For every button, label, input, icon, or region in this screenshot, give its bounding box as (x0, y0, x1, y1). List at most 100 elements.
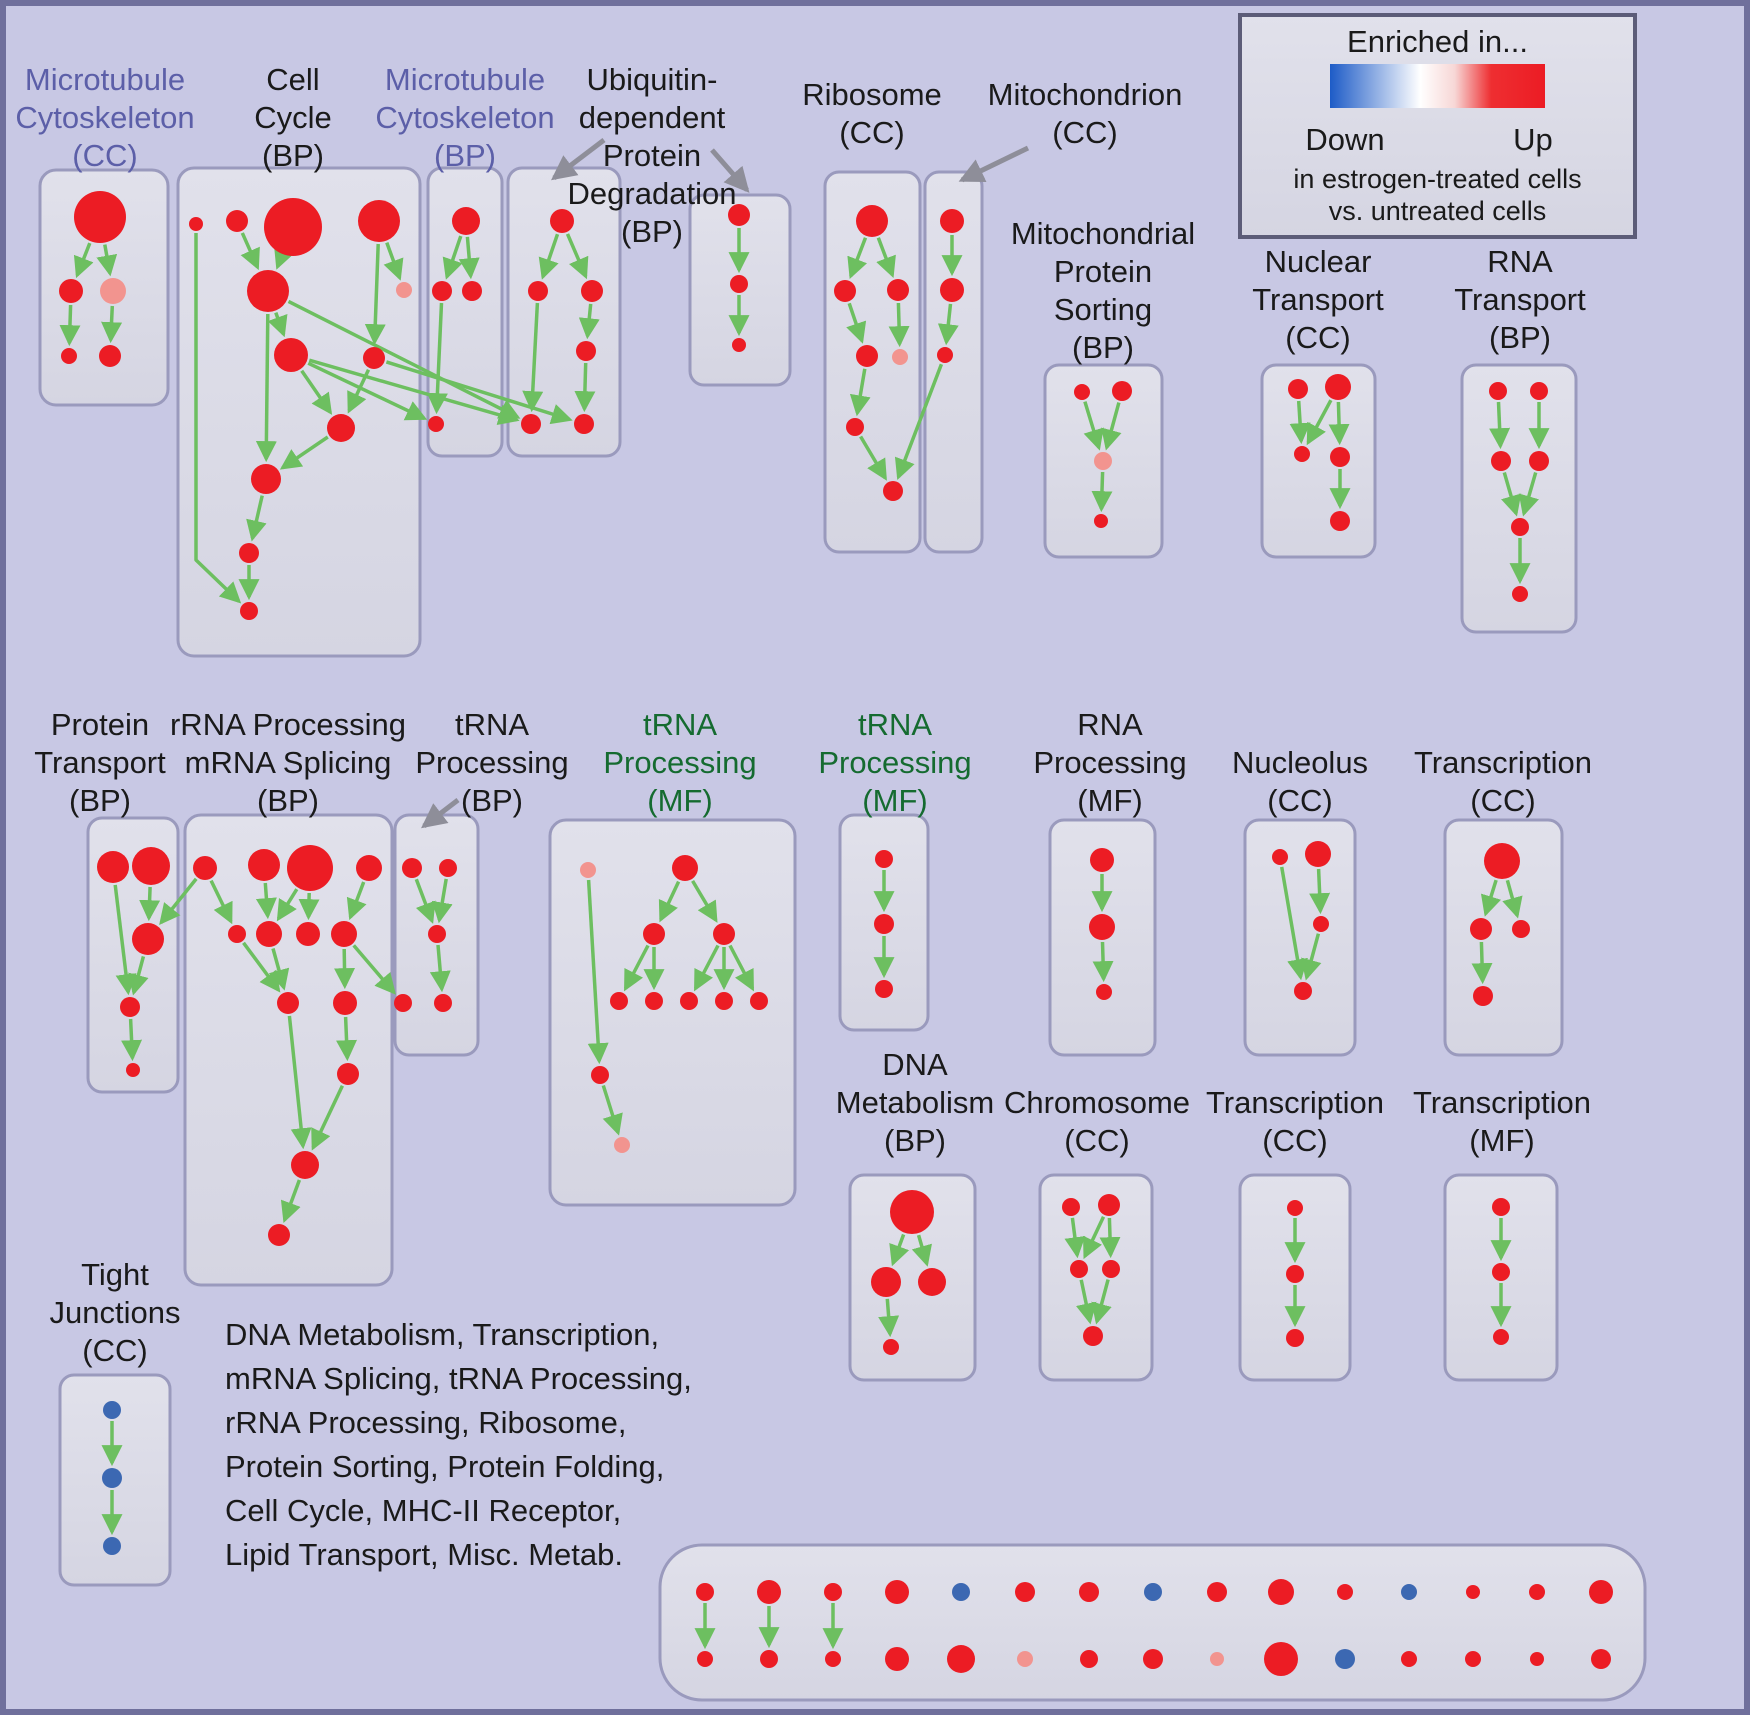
edge-arrow-d4-d6 (574, 362, 596, 413)
edge-arrow-l3-l6 (276, 888, 299, 922)
go-term-node-c4 (428, 416, 444, 432)
go-term-node-q3 (1313, 916, 1329, 932)
edge-arrow-n4-n7 (693, 944, 720, 992)
go-term-node-p2 (1089, 914, 1115, 940)
edge-arrow-f3-f5 (888, 302, 910, 348)
edge-arrow-r1-r2 (1480, 879, 1502, 917)
go-term-node-u1 (1287, 1200, 1303, 1216)
edge-arrow-p2-p3 (1092, 941, 1114, 983)
footnote-text: DNA Metabolism, Transcription,mRNA Splic… (225, 1317, 692, 1572)
edge-arrow-j4-j5 (1518, 472, 1539, 517)
legend-subtitle-2: vs. untreated cells (1329, 196, 1547, 226)
edge-arrow-b1-b11 (194, 233, 242, 604)
edge-arrow-b4-b7 (364, 243, 386, 346)
edge-arrow-l6-l9 (268, 948, 290, 991)
go-term-node-xb11 (1335, 1649, 1355, 1669)
go-term-node-n5 (610, 992, 628, 1010)
edge-arrow-l2-l6 (255, 882, 277, 920)
go-term-node-xb12 (1401, 1651, 1417, 1667)
go-term-node-h2 (1112, 381, 1132, 401)
go-term-node-l6 (256, 921, 282, 947)
go-term-node-s1 (890, 1190, 934, 1234)
go-term-node-b5 (247, 270, 289, 312)
cluster-label-chromosome-cc: Chromosome(CC) (1004, 1085, 1190, 1158)
go-term-node-xt10 (1268, 1579, 1294, 1605)
go-term-node-k5 (126, 1063, 140, 1077)
edge-arrow-d1-d3 (565, 233, 589, 280)
go-term-node-d5 (521, 414, 541, 434)
cluster-box-microtubule-bp (426, 166, 504, 458)
edge-arrow-l10-l11 (336, 1016, 358, 1062)
go-term-node-l11 (337, 1063, 359, 1085)
legend-down-label: Down (1305, 122, 1384, 157)
go-term-node-w3 (103, 1537, 121, 1555)
edge-arrow-a1-a3 (96, 244, 118, 277)
edge-arrow-l8-l10 (334, 948, 356, 990)
go-term-node-n11 (614, 1137, 630, 1153)
go-term-node-s2 (871, 1267, 901, 1297)
cluster-label-transcription-cc-mid: Transcription(CC) (1414, 745, 1592, 818)
edge-arrow-k1-k4 (113, 884, 137, 996)
go-term-node-xt7 (1079, 1582, 1099, 1602)
edge-arrow-b5-b9 (255, 313, 277, 463)
go-term-node-b2 (226, 210, 248, 232)
go-term-node-q1 (1272, 849, 1288, 865)
go-term-node-f7 (883, 481, 903, 501)
cluster-label-transcription-cc-low: Transcription(CC) (1206, 1085, 1384, 1158)
go-term-node-j4 (1529, 451, 1549, 471)
go-term-node-n4 (713, 923, 735, 945)
edge-arrow-l9-l12 (287, 1015, 312, 1150)
go-term-node-u3 (1286, 1329, 1304, 1347)
edge-arrow-b8-b9 (279, 435, 329, 470)
edge-arrow-s1-s3 (911, 1234, 932, 1267)
go-term-node-r2 (1470, 918, 1492, 940)
edge-arrow-k4-k5 (121, 1018, 143, 1062)
edge-arrow-l12-l13 (280, 1179, 302, 1223)
go-term-node-i4 (1330, 447, 1350, 467)
cluster-label-ribosome-cc: Ribosome(CC) (802, 77, 942, 150)
edge-arrow-t2-t3 (1083, 1216, 1106, 1260)
go-term-node-b12 (396, 282, 412, 298)
edge-arrow-r2-r4 (1471, 941, 1493, 985)
go-term-node-xb9 (1210, 1652, 1224, 1666)
go-term-node-xt5 (952, 1583, 970, 1601)
go-term-node-l8 (331, 921, 357, 947)
go-term-node-l9 (277, 992, 299, 1014)
go-term-node-xb14 (1530, 1652, 1544, 1666)
go-term-node-xt15 (1589, 1580, 1613, 1604)
go-term-node-w1 (103, 1401, 121, 1419)
edge-arrow-i2-i3 (1306, 399, 1333, 446)
go-term-node-s4 (883, 1339, 899, 1355)
cluster-label-transcription-mf: Transcription(MF) (1413, 1085, 1591, 1158)
go-term-node-c1 (452, 207, 480, 235)
go-term-node-n8 (715, 992, 733, 1010)
go-term-node-i5 (1330, 511, 1350, 531)
legend-subtitle-1: in estrogen-treated cells (1293, 164, 1581, 194)
go-term-node-l10 (333, 991, 357, 1015)
go-term-node-g2 (940, 278, 964, 302)
go-term-node-b1 (189, 217, 203, 231)
edge-arrow-j3-j5 (1501, 472, 1522, 517)
go-term-node-g3 (937, 347, 953, 363)
go-term-node-xb8 (1143, 1649, 1163, 1669)
go-term-node-v1 (1492, 1198, 1510, 1216)
edge-arrow-l8-m4 (352, 944, 396, 995)
legend-title: Enriched in... (1347, 24, 1528, 59)
edge-arrow-t2-t4 (1099, 1217, 1121, 1259)
go-term-node-h1 (1074, 384, 1090, 400)
go-term-node-u2 (1286, 1265, 1304, 1283)
go-term-node-i3 (1294, 446, 1310, 462)
go-term-node-j6 (1512, 586, 1528, 602)
edge-arrow-b4-b12 (383, 242, 404, 281)
go-term-node-a2 (59, 279, 83, 303)
edge-arrow-g3-f7 (894, 363, 944, 480)
go-term-node-k4 (120, 997, 140, 1017)
cluster-box-mitochondrion (923, 170, 984, 554)
